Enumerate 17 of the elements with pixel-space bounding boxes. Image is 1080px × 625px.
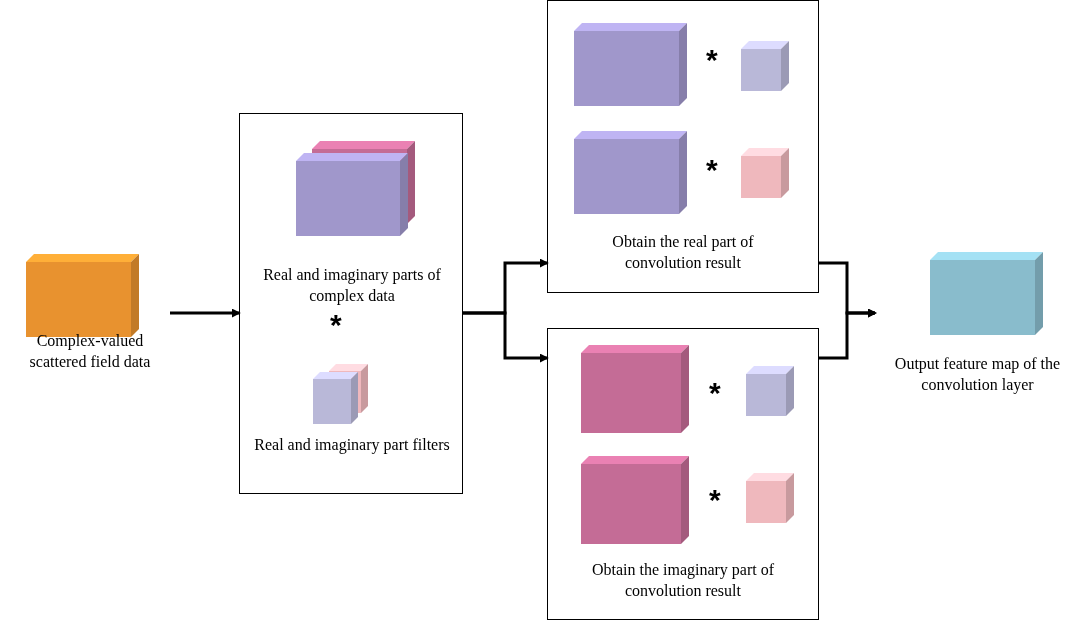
caption-text: Output feature map of the convolution layer — [893, 354, 1062, 395]
panel-box — [547, 0, 819, 293]
convolution-operator: * — [709, 485, 721, 515]
cube-node — [239, 113, 463, 494]
arrow — [170, 308, 241, 318]
arrow — [819, 308, 877, 360]
convolution-operator: * — [706, 155, 718, 185]
caption-text: Real and imaginary part filters — [253, 435, 451, 455]
convolution-operator: * — [330, 310, 342, 340]
caption-text: Real and imaginary parts of complex data — [262, 265, 442, 306]
arrow — [463, 311, 549, 363]
caption-text: Obtain the imaginary part of convolution result — [590, 560, 776, 601]
caption-text: Obtain the real part of convolution result — [611, 232, 755, 273]
panel-box — [547, 328, 819, 620]
convolution-operator: * — [709, 378, 721, 408]
convolution-operator: * — [706, 45, 718, 75]
caption-text: Complex-valued scattered field data — [28, 331, 152, 372]
